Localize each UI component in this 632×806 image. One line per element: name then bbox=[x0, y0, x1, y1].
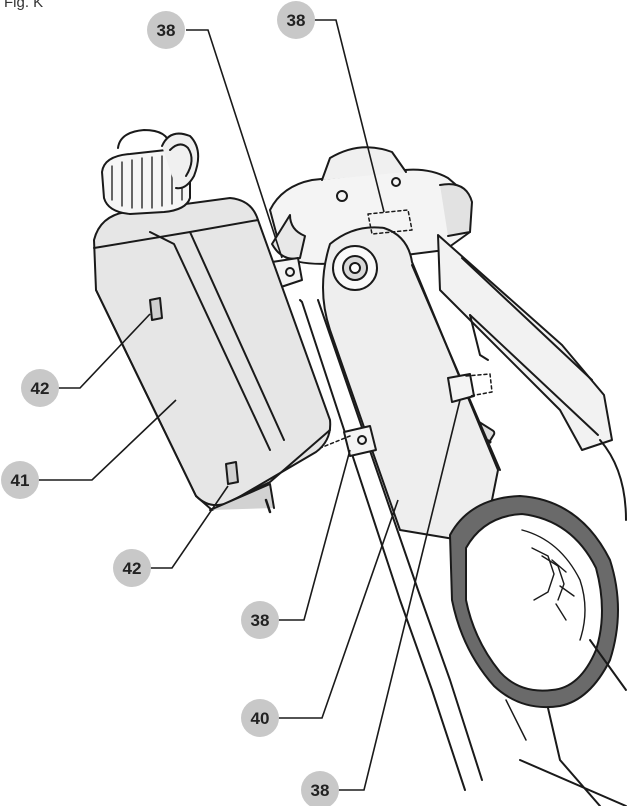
tank-cap bbox=[101, 129, 200, 215]
wheel-guard bbox=[449, 439, 627, 806]
callout-42-lower: 42 bbox=[113, 549, 151, 587]
leader-lines bbox=[34, 19, 461, 791]
callout-38-bottom: 38 bbox=[301, 771, 339, 806]
callout-38-top-left: 38 bbox=[147, 11, 185, 49]
figure-label: Fig. K bbox=[4, 0, 44, 11]
svg-text:38: 38 bbox=[251, 611, 270, 630]
svg-text:38: 38 bbox=[311, 781, 330, 800]
callout-41: 41 bbox=[1, 461, 39, 499]
bracket-clip-right bbox=[447, 373, 475, 403]
oil-tank bbox=[93, 197, 332, 514]
callout-42-upper: 42 bbox=[21, 369, 59, 407]
callout-38-top-right: 38 bbox=[277, 1, 315, 39]
svg-text:38: 38 bbox=[157, 21, 176, 40]
svg-text:40: 40 bbox=[251, 709, 270, 728]
callout-40: 40 bbox=[241, 699, 279, 737]
bracket-clip-lower bbox=[343, 425, 377, 457]
svg-text:38: 38 bbox=[287, 11, 306, 30]
svg-text:41: 41 bbox=[11, 471, 30, 490]
svg-text:42: 42 bbox=[123, 559, 142, 578]
pivot-bolt bbox=[332, 245, 378, 291]
callout-38-middle: 38 bbox=[241, 601, 279, 639]
svg-text:42: 42 bbox=[31, 379, 50, 398]
pivot-housing bbox=[269, 146, 473, 265]
